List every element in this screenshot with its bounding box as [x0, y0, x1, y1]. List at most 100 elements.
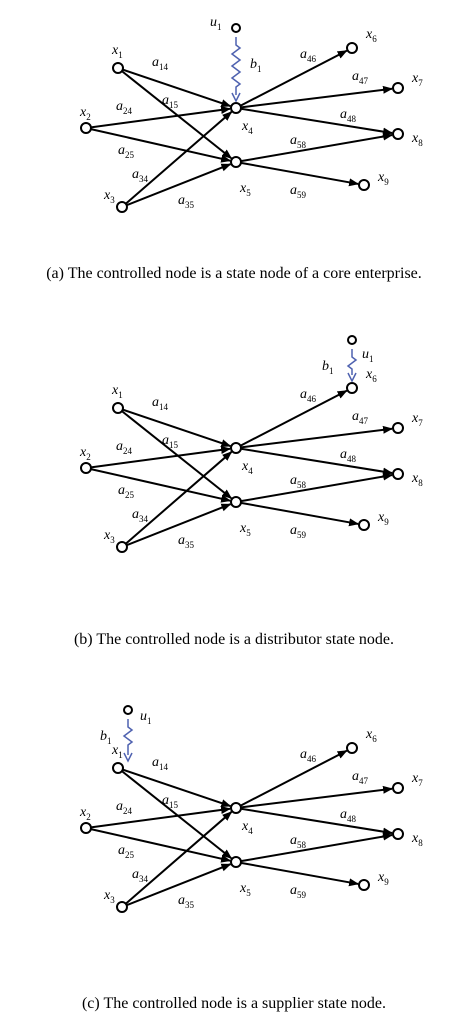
network-diagram-c: a14a15a24a25a34a35a46a47a48a58a59x1x2x3x…	[79, 705, 423, 913]
edge-x1-x4	[122, 408, 232, 448]
caption-b: (b) The controlled node is a distributor…	[73, 631, 395, 648]
edge-x4-x7	[240, 425, 394, 449]
edge-x5-x9	[240, 161, 360, 187]
control-arrowhead	[231, 92, 241, 103]
edge-label-a15: a15	[162, 93, 179, 110]
node-label-x7: x7	[411, 411, 423, 428]
node-x6	[346, 42, 358, 54]
node-x4	[230, 102, 242, 114]
edge-label-a25: a25	[118, 483, 135, 500]
control-gain-line	[346, 349, 358, 375]
edge-label-a24: a24	[116, 439, 133, 456]
edge-label-a25: a25	[118, 843, 135, 860]
node-x7	[392, 782, 404, 794]
node-x8	[392, 128, 404, 140]
edge-label-a59: a59	[290, 883, 307, 900]
node-label-x4: x4	[241, 119, 253, 136]
edge-label-a48: a48	[340, 107, 357, 124]
edge-x4-x6	[239, 749, 348, 807]
node-x1	[112, 62, 124, 74]
node-label-x6: x6	[365, 367, 377, 384]
edge-x5-x8	[240, 132, 394, 163]
control-input-node	[123, 705, 133, 715]
node-label-x8: x8	[411, 831, 423, 848]
control-gain-label: b1	[250, 57, 262, 74]
edge-x5-x9	[240, 861, 360, 887]
node-label-x1: x1	[111, 743, 123, 760]
edge-label-a47: a47	[352, 69, 369, 86]
control-arrowhead	[347, 372, 357, 383]
node-label-x7: x7	[411, 771, 423, 788]
node-x9	[358, 879, 370, 891]
control-arrowhead	[123, 752, 133, 763]
edge-x5-x8	[240, 472, 394, 503]
node-label-x5: x5	[239, 181, 251, 198]
node-label-x9: x9	[377, 170, 389, 187]
edge-x2-x4	[90, 446, 232, 469]
edge-x1-x5	[121, 770, 233, 860]
edge-label-a46: a46	[300, 387, 317, 404]
edge-label-a46: a46	[300, 47, 317, 64]
node-x7	[392, 82, 404, 94]
node-x4	[230, 802, 242, 814]
caption-c: (c) The controlled node is a supplier st…	[81, 995, 387, 1012]
node-label-x9: x9	[377, 870, 389, 887]
network-diagram-b: a14a15a24a25a34a35a46a47a48a58a59x1x2x3x…	[79, 335, 423, 553]
edge-x2-x5	[90, 468, 232, 503]
edge-label-a35: a35	[178, 193, 195, 210]
control-gain-label: b1	[322, 359, 334, 376]
node-label-x8: x8	[411, 471, 423, 488]
edge-label-a47: a47	[352, 409, 369, 426]
edge-x1-x4	[122, 768, 232, 808]
node-x3	[116, 901, 128, 913]
edge-label-a58: a58	[290, 473, 307, 490]
node-label-x6: x6	[365, 27, 377, 44]
node-label-x9: x9	[377, 510, 389, 527]
edge-label-a48: a48	[340, 807, 357, 824]
node-x9	[358, 519, 370, 531]
control-input-node	[347, 335, 357, 345]
edge-label-a47: a47	[352, 769, 369, 786]
control-gain-line	[230, 37, 242, 95]
edge-x2-x5	[90, 828, 232, 863]
node-x5	[230, 856, 242, 868]
edge-label-a35: a35	[178, 893, 195, 910]
node-x2	[80, 822, 92, 834]
edge-x4-x6	[239, 389, 348, 447]
edge-x3-x5	[126, 863, 232, 907]
node-x1	[112, 762, 124, 774]
node-label-x2: x2	[79, 805, 91, 822]
node-label-x4: x4	[241, 459, 253, 476]
node-label-x6: x6	[365, 727, 377, 744]
edge-x4-x7	[240, 85, 394, 109]
edge-x2-x5	[90, 128, 232, 163]
edge-x1-x4	[122, 68, 232, 108]
node-x2	[80, 462, 92, 474]
edge-x1-x5	[121, 70, 233, 160]
edge-x4-x8	[240, 447, 394, 476]
node-x4	[230, 442, 242, 454]
node-label-x3: x3	[103, 188, 115, 205]
caption-a: (a) The controlled node is a state node …	[46, 265, 422, 282]
node-x8	[392, 828, 404, 840]
node-label-x4: x4	[241, 819, 253, 836]
node-x9	[358, 179, 370, 191]
edge-label-a46: a46	[300, 747, 317, 764]
node-x7	[392, 422, 404, 434]
node-label-x1: x1	[111, 43, 123, 60]
node-x3	[116, 541, 128, 553]
control-gain-label: b1	[100, 729, 112, 746]
edge-label-a34: a34	[132, 867, 149, 884]
edge-label-a58: a58	[290, 133, 307, 150]
node-x3	[116, 201, 128, 213]
node-x2	[80, 122, 92, 134]
edge-label-a14: a14	[152, 395, 169, 412]
node-x5	[230, 156, 242, 168]
node-label-x2: x2	[79, 105, 91, 122]
edge-label-a25: a25	[118, 143, 135, 160]
edge-x4-x8	[240, 807, 394, 836]
node-x5	[230, 496, 242, 508]
edge-x3-x5	[126, 163, 232, 207]
network-diagram-a: a14a15a24a25a34a35a46a47a48a58a59x1x2x3x…	[79, 15, 423, 213]
